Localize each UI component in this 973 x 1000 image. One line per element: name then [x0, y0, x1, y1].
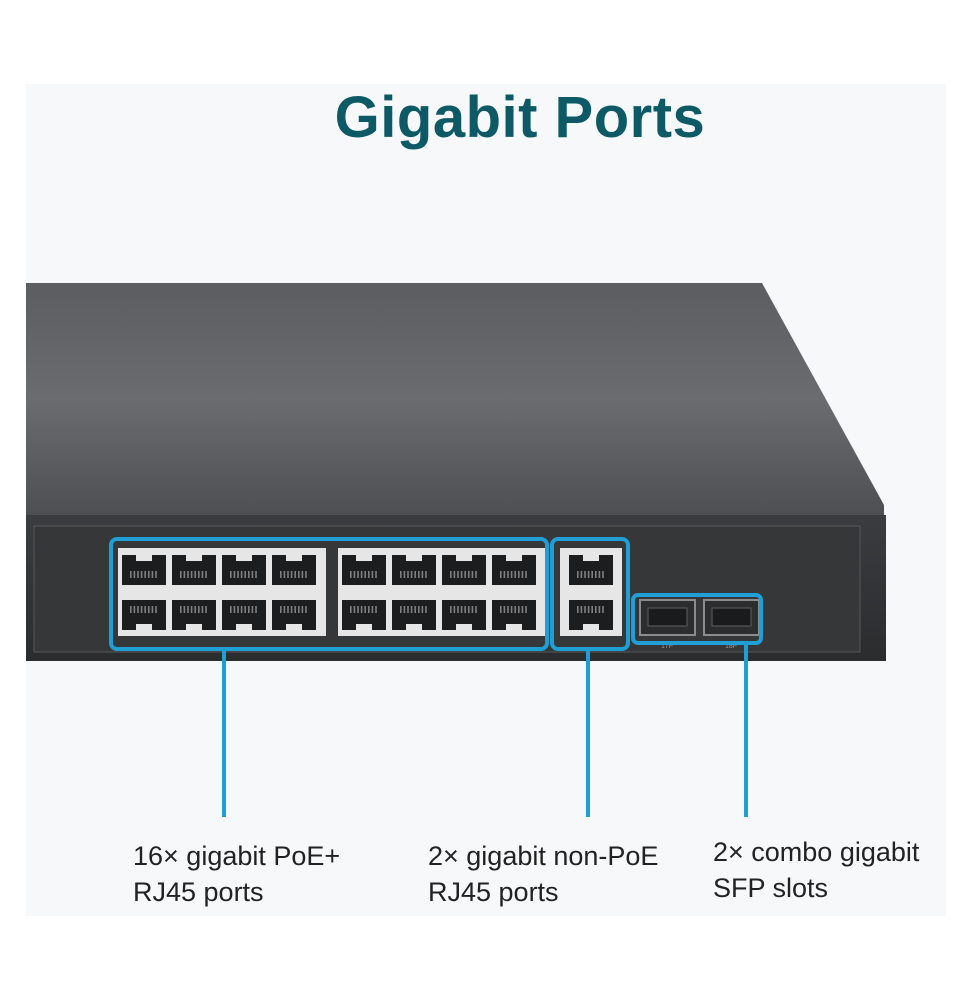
callout-lines	[222, 643, 748, 817]
rj45-port	[222, 600, 266, 630]
callout-poe-line1: 16× gigabit PoE+	[133, 841, 341, 871]
rj45-port	[342, 600, 386, 630]
sfp-slot-group: 17F 18F	[639, 599, 760, 650]
non-poe-port-group	[560, 548, 622, 636]
rj45-port	[492, 555, 536, 585]
rj45-port	[272, 600, 316, 630]
callout-sfp-line1: 2× combo gigabit	[713, 837, 920, 867]
callout-sfp-line2: SFP slots	[713, 873, 829, 903]
rj45-port	[569, 600, 613, 630]
rj45-port	[342, 555, 386, 585]
callout-non-poe-ports: 2× gigabit non-PoE RJ45 ports	[428, 838, 658, 910]
rj45-port	[172, 555, 216, 585]
poe-port-group	[118, 548, 546, 636]
page-title: Gigabit Ports	[334, 85, 706, 150]
rj45-port	[122, 600, 166, 630]
chassis-top	[26, 283, 884, 515]
rj45-port	[492, 600, 536, 630]
callout-non-poe-line2: RJ45 ports	[428, 877, 559, 907]
rj45-port	[392, 555, 436, 585]
rj45-port	[172, 600, 216, 630]
sfp-label-18: 18F	[725, 643, 737, 650]
rj45-port	[442, 555, 486, 585]
rj45-port	[272, 555, 316, 585]
callout-non-poe-line1: 2× gigabit non-PoE	[428, 841, 659, 871]
callout-poe-line2: RJ45 ports	[133, 877, 264, 907]
rj45-port	[222, 555, 266, 585]
rj45-port	[392, 600, 436, 630]
sfp-label-17: 17F	[661, 643, 673, 650]
highlight-poe-ports	[109, 537, 549, 651]
rj45-port	[569, 555, 613, 585]
rj45-port	[442, 600, 486, 630]
rj45-port	[122, 555, 166, 585]
highlight-sfp-slots	[631, 593, 763, 645]
callout-sfp-slots: 2× combo gigabit SFP slots	[713, 834, 919, 906]
callout-poe-ports: 16× gigabit PoE+ RJ45 ports	[133, 838, 340, 910]
